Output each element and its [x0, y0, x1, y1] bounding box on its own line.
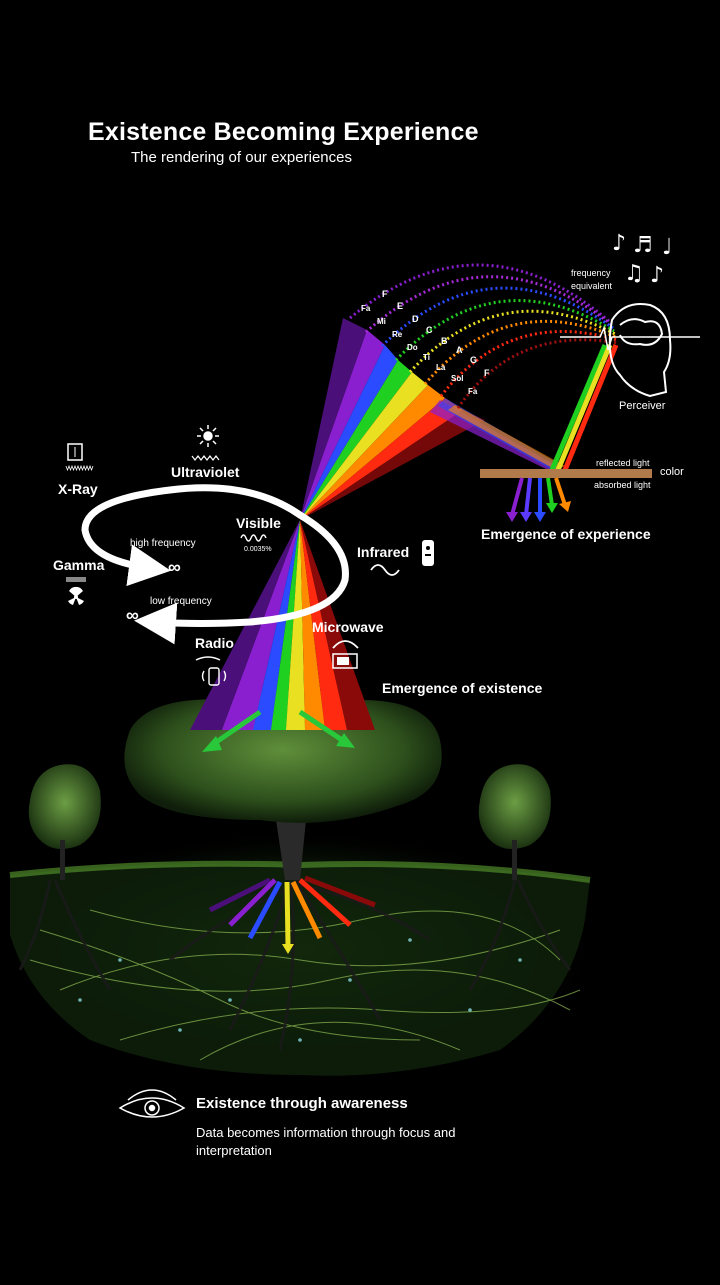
- eye-icon: [120, 1090, 184, 1117]
- label-equivalent: equivalent: [571, 281, 612, 291]
- label-radio: Radio: [195, 635, 234, 651]
- note-outer: Sol: [451, 374, 463, 383]
- experience-prism: [300, 318, 565, 520]
- label-color: color: [660, 466, 684, 478]
- label-low-frequency: low frequency: [150, 596, 212, 607]
- note-outer: La: [436, 363, 445, 372]
- note-inner: A: [456, 345, 463, 355]
- label-xray: X-Ray: [58, 481, 98, 497]
- label-frequency: frequency: [571, 268, 611, 278]
- label-visible: Visible: [236, 515, 281, 531]
- note-outer: Ti: [423, 353, 430, 362]
- svg-text:♩: ♩: [662, 235, 672, 260]
- visible-wave-icon: [241, 535, 266, 541]
- awareness-title: Existence through awareness: [196, 1095, 408, 1112]
- label-visible-note: 0.0035%: [244, 546, 272, 553]
- label-emergence-experience: Emergence of experience: [481, 526, 651, 542]
- svg-text:♪: ♪: [650, 263, 664, 288]
- note-outer: Do: [407, 343, 418, 352]
- label-gamma: Gamma: [53, 557, 104, 573]
- svg-text:♬: ♬: [633, 233, 653, 258]
- reflected-beams: [552, 345, 616, 470]
- note-inner: C: [426, 325, 433, 335]
- radiation-icon: [68, 587, 84, 605]
- label-infrared: Infrared: [357, 544, 409, 560]
- xray-icon: [66, 444, 93, 470]
- label-ultraviolet: Ultraviolet: [171, 464, 239, 480]
- label-high-frequency: high frequency: [130, 538, 196, 549]
- brain-head-icon: [560, 304, 700, 396]
- note-inner: G: [470, 355, 477, 365]
- note-inner: E: [397, 301, 403, 311]
- note-inner: B: [441, 336, 448, 346]
- awareness-body: Data becomes information through focus a…: [196, 1124, 456, 1160]
- label-reflected-light: reflected light: [596, 458, 650, 468]
- reflecting-surface: [480, 469, 652, 478]
- remote-icon: [422, 540, 434, 566]
- svg-text:♪: ♪: [612, 231, 626, 256]
- svg-text:♫: ♫: [624, 261, 644, 286]
- radio-wave-icon: [196, 657, 220, 660]
- sun-icon: [197, 425, 219, 447]
- infinity-high: ∞: [168, 557, 181, 578]
- absorbed-arrows: [506, 478, 571, 522]
- gamma-wave-icon: [66, 577, 86, 582]
- note-outer: Fa: [468, 387, 477, 396]
- infrared-wave-icon: [371, 565, 399, 575]
- infinity-low: ∞: [126, 605, 139, 626]
- note-outer: Re: [392, 330, 402, 339]
- note-outer: Mi: [377, 317, 386, 326]
- label-perceiver: Perceiver: [619, 400, 665, 412]
- note-inner: F: [382, 289, 388, 299]
- page-title: Existence Becoming Experience: [88, 118, 479, 147]
- note-inner: D: [412, 314, 419, 324]
- label-emergence-existence: Emergence of existence: [382, 680, 542, 696]
- note-inner: F: [484, 368, 490, 378]
- page-subtitle: The rendering of our experiences: [131, 149, 352, 166]
- ultraviolet-wave-icon: [192, 456, 219, 460]
- label-absorbed-light: absorbed light: [594, 480, 651, 490]
- note-outer: Fa: [361, 304, 370, 313]
- label-microwave: Microwave: [312, 619, 384, 635]
- music-notes-icon: ♪ ♬ ♩ ♫ ♪: [612, 231, 672, 288]
